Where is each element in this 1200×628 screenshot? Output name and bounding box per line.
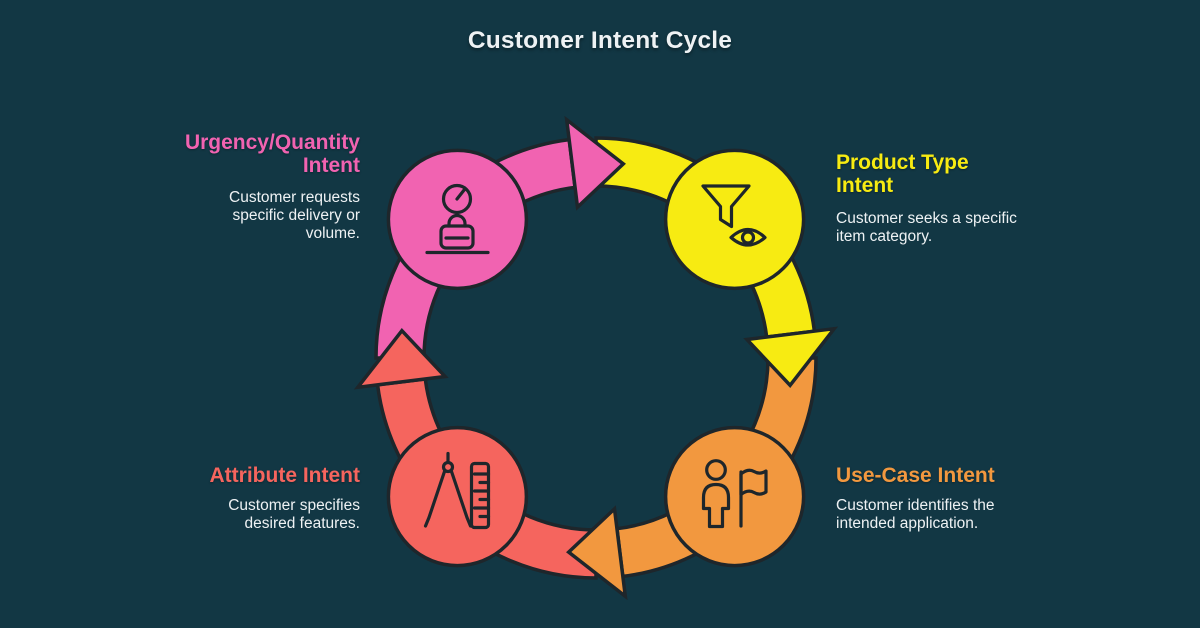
node-circle-attribute [386, 425, 529, 568]
node-description-attribute: Customer specifies desired features. [228, 497, 360, 533]
node-label-product: Product Type Intent Customer seeks a spe… [836, 151, 1096, 246]
node-description-urgency: Customer requests specific delivery or v… [229, 188, 360, 242]
arrowhead-usecase-to-attribute-icon [566, 505, 628, 601]
arrowhead-urgency-to-product-icon [564, 115, 626, 211]
person-flag-icon [701, 459, 768, 529]
node-circle-product [663, 148, 806, 291]
node-label-urgency: Urgency/Quantity Intent Customer request… [100, 131, 360, 243]
node-circle-urgency [386, 148, 529, 291]
node-description-usecase: Customer identifies the intended applica… [836, 497, 995, 533]
gauge-briefcase-icon [425, 183, 490, 255]
node-label-usecase: Use-Case Intent Customer identifies the … [836, 464, 1096, 534]
arrowhead-attribute-to-urgency-icon [353, 328, 449, 390]
node-title-attribute: Attribute Intent [209, 464, 360, 487]
arrowhead-product-to-usecase-icon [743, 326, 839, 388]
node-description-product: Customer seeks a specific item category. [836, 209, 1017, 245]
page-title: Customer Intent Cycle [467, 27, 733, 54]
node-title-urgency: Urgency/Quantity Intent [184, 131, 360, 178]
funnel-eye-icon [701, 184, 767, 247]
node-circle-usecase [663, 425, 806, 568]
compass-ruler-icon [423, 451, 491, 530]
node-label-attribute: Attribute Intent Customer specifies desi… [100, 464, 360, 534]
node-title-usecase: Use-Case Intent [836, 464, 995, 487]
node-title-product: Product Type Intent [836, 151, 969, 198]
